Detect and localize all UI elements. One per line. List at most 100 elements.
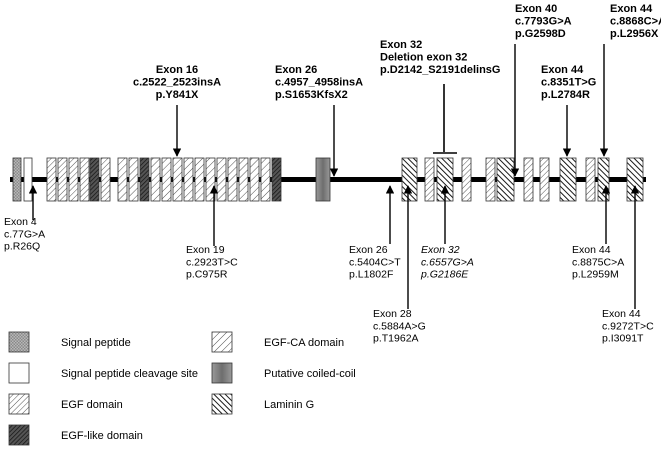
mutation-above-line: c.7793G>A	[515, 16, 572, 28]
domain-box-egf	[539, 157, 550, 202]
mutation-above-line: p.S1653KfsX2	[275, 89, 348, 101]
domain-box-egf	[461, 157, 472, 202]
domain-box-egfca	[161, 157, 172, 202]
domain-box-laminin	[597, 157, 610, 202]
mutation-below-2: Exon 19c.2923T>Cp.C975R	[186, 185, 238, 281]
mutation-below-line: p.C975R	[186, 269, 228, 281]
domain-box-egf	[79, 157, 90, 202]
domain-box-egf	[585, 157, 596, 202]
domain-box-egf	[57, 157, 68, 202]
legend-swatch	[211, 393, 233, 415]
legend-swatch	[211, 362, 233, 384]
legend-swatch	[8, 362, 30, 384]
mutation-below-line: Exon 4	[4, 216, 37, 228]
mutation-above-line: p.D2142_S2191delinsG	[380, 64, 500, 76]
mutation-below-line: p.L2959M	[572, 269, 619, 281]
domain-box-cleavage	[23, 157, 33, 202]
mutation-below-line: c.2923T>C	[186, 256, 238, 268]
legend-label: Signal peptide	[61, 337, 131, 349]
domain-boxes	[12, 157, 644, 202]
legend-label: EGF-CA domain	[264, 337, 344, 349]
mutation-above-line: p.G2598D	[515, 28, 566, 40]
mutation-above-line: c.8868C>A	[610, 16, 661, 28]
mutation-below-7: Exon 44c.9272T>Cp.I3091T	[602, 185, 654, 345]
mutation-below-line: Exon 19	[186, 244, 225, 256]
mutation-above-5: Exon 44c.8351T>Gp.L2784R	[541, 64, 596, 157]
legend-label: Putative coiled-coil	[264, 368, 356, 380]
domain-box-egfca	[194, 157, 205, 202]
domain-box-laminin	[496, 157, 515, 202]
domain-box-egfca	[238, 157, 249, 202]
domain-box-egfca	[128, 157, 139, 202]
legend-item-egflike: EGF-like domain	[8, 424, 143, 446]
legend-item-cleavage: Signal peptide cleavage site	[8, 362, 198, 384]
domain-box-egfca	[172, 157, 183, 202]
mutation-below-line: Exon 28	[373, 308, 412, 320]
mutation-above-line: c.4957_4958insA	[275, 77, 363, 89]
legend-item-laminin: Laminin G	[211, 393, 314, 415]
mutation-above-line: Exon 16	[156, 64, 198, 76]
mutation-below-line: Exon 44	[602, 308, 641, 320]
domain-box-egflike	[271, 157, 282, 202]
legend-label: Laminin G	[264, 399, 314, 411]
domain-box-coiled	[315, 157, 331, 202]
mutation-above-line: p.Y841X	[156, 89, 199, 101]
legend-item-signal: Signal peptide	[8, 331, 131, 353]
legend-item-coiled: Putative coiled-coil	[211, 362, 356, 384]
domain-box-egfca	[260, 157, 271, 202]
mutation-above-line: p.L2956X	[610, 28, 659, 40]
domain-box-egfca	[205, 157, 216, 202]
mutation-below-line: c.77G>A	[4, 228, 45, 240]
mutation-below-line: p.R26Q	[4, 241, 40, 253]
domain-box-egf	[424, 157, 435, 202]
mutation-above-line: Exon 44	[610, 3, 653, 15]
legend-swatch	[8, 331, 30, 353]
domain-box-egfca	[117, 157, 128, 202]
domain-box-egf	[523, 157, 534, 202]
mutation-above-line: Exon 44	[541, 64, 584, 76]
legend-swatch	[8, 393, 30, 415]
mutation-below-4: Exon 28c.5884A>Gp.T1962A	[373, 185, 426, 345]
mutation-below-5: Exon 32c.6557G>Ap.G2186E	[420, 185, 474, 281]
mutation-below-line: c.6557G>A	[421, 256, 474, 268]
domain-box-egfca	[216, 157, 227, 202]
domain-box-egf	[46, 157, 57, 202]
legend-item-egf: EGF domain	[8, 393, 123, 415]
mutation-below-line: c.9272T>C	[602, 320, 654, 332]
mutation-above-line: Deletion exon 32	[380, 52, 467, 64]
mutation-above-line: c.2522_2523insA	[133, 77, 221, 89]
mutation-below-line: p.L1802F	[349, 269, 393, 281]
mutation-below-6: Exon 44c.8875C>Ap.L2959M	[572, 185, 624, 281]
domain-box-egfca	[183, 157, 194, 202]
legend-item-egfca: EGF-CA domain	[211, 331, 344, 353]
mutation-below-line: c.5404C>T	[349, 256, 401, 268]
legend-label: EGF domain	[61, 399, 123, 411]
mutation-above-line: p.L2784R	[541, 89, 590, 101]
domain-box-signal	[12, 157, 22, 202]
domain-box-egflike	[89, 157, 100, 202]
mutation-above-line: c.8351T>G	[541, 77, 596, 89]
mutations-below: Exon 4c.77G>Ap.R26Q Exon 19c.2923T>Cp.C97…	[4, 185, 654, 345]
domain-box-egflike	[139, 157, 150, 202]
domain-box-laminin	[401, 157, 418, 202]
legend-swatch	[8, 424, 30, 446]
mutation-below-3: Exon 26c.5404C>Tp.L1802F	[349, 185, 401, 281]
legend-label: EGF-like domain	[61, 430, 143, 442]
mutation-above-4: Exon 40c.7793G>Ap.G2598D	[510, 3, 572, 177]
mutation-below-line: Exon 26	[349, 244, 388, 256]
domain-box-egfca	[227, 157, 238, 202]
mutation-below-line: p.T1962A	[373, 333, 419, 345]
mutation-below-line: p.I3091T	[602, 333, 644, 345]
domain-box-laminin	[559, 157, 577, 202]
mutation-below-line: Exon 32	[421, 244, 460, 256]
mutation-below-1: Exon 4c.77G>Ap.R26Q	[4, 185, 45, 253]
legend-label: Signal peptide cleavage site	[61, 368, 198, 380]
domain-box-egfca	[249, 157, 260, 202]
mutation-above-line: Exon 26	[275, 64, 317, 76]
